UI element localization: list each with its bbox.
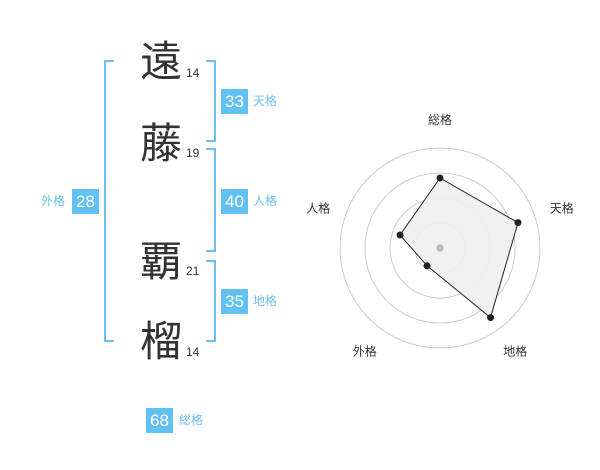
name-char-3: 覇 — [140, 237, 183, 286]
chikaku-label: 地格 — [253, 294, 278, 308]
name-char-4: 榴 — [140, 317, 183, 366]
radar-point-3 — [487, 314, 495, 322]
radar-axis-label-4: 外格 — [353, 344, 377, 359]
radar-axis-label-1: 総格 — [428, 112, 452, 127]
tenkaku-value: 33 — [221, 89, 248, 114]
name-char-2: 藤 — [140, 119, 183, 168]
chikaku-value: 35 — [221, 289, 248, 314]
soukaku-value: 68 — [146, 408, 173, 433]
soukaku-label: 総格 — [179, 413, 204, 427]
radar-axis-label-3: 地格 — [503, 344, 527, 359]
chikaku-bracket — [206, 260, 216, 342]
tenkaku-bracket — [206, 60, 216, 142]
gaikaku-value: 28 — [72, 189, 99, 214]
radar-axis-label-2: 天格 — [550, 200, 574, 215]
radar-point-2 — [514, 219, 522, 227]
radar-area — [399, 177, 519, 319]
radar-axis-label-5: 人格 — [306, 200, 330, 215]
gaikaku-label: 外格 — [41, 194, 66, 208]
radar-point-4 — [423, 262, 431, 270]
jinkaku-bracket — [206, 148, 216, 252]
tenkaku-label: 天格 — [253, 94, 278, 108]
stroke-count-1: 14 — [186, 66, 200, 80]
stroke-count-3: 21 — [186, 264, 200, 278]
gaikaku-bracket — [104, 60, 114, 342]
radar-ring-3 — [364, 172, 516, 324]
jinkaku-value: 40 — [221, 189, 248, 214]
jinkaku-label: 人格 — [253, 194, 278, 208]
stroke-count-4: 14 — [186, 345, 200, 359]
name-char-1: 遠 — [140, 37, 183, 86]
radar-point-5 — [396, 231, 404, 239]
radar-ring-4 — [339, 147, 541, 349]
radar-center — [436, 244, 444, 252]
radar-point-1 — [436, 174, 444, 182]
stroke-count-2: 19 — [186, 146, 200, 160]
